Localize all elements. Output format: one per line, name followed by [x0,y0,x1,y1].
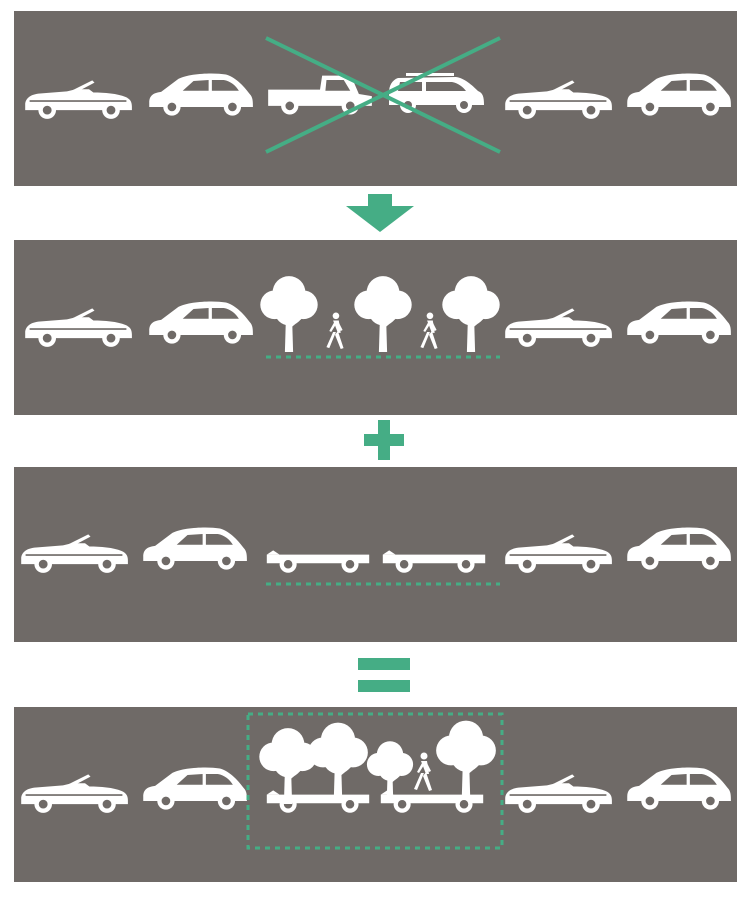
panel-background [14,467,737,642]
panel-background [14,707,737,882]
panel-platform-chassis [14,467,737,642]
equals-icon [358,658,410,692]
dotted-box [246,712,504,850]
panel-mobile-parklet [14,707,737,882]
plus-icon [364,420,404,460]
panel-background [14,240,737,415]
arrow-down-icon [346,194,414,232]
panel-parklet-trees [14,240,737,415]
panel-parked-cars-crossed-out [14,11,737,186]
cross-out-mark [265,36,501,154]
